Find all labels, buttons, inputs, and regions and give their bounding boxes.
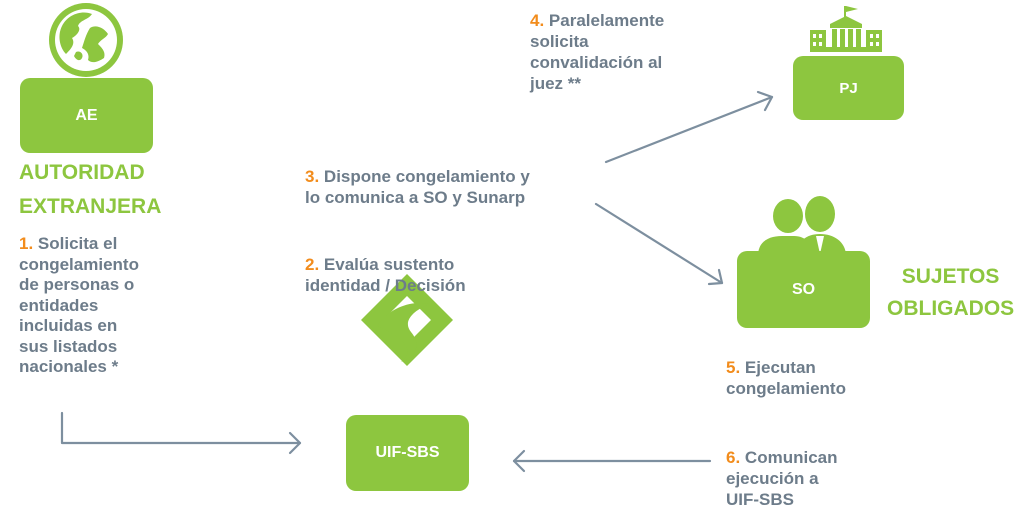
- courthouse-icon: [810, 6, 882, 52]
- arrow-to-pj: [604, 95, 774, 164]
- step-1: 1. Solicita el congelamiento de personas…: [19, 234, 139, 376]
- node-so: SO: [737, 251, 870, 328]
- step-6: 6. Comunican ejecución a UIF-SBS: [726, 448, 838, 509]
- step-5: 5. Ejecutan congelamiento: [726, 358, 846, 398]
- node-pj: PJ: [793, 56, 904, 120]
- node-uif: UIF-SBS: [346, 415, 469, 491]
- step-3: 3. Dispone congelamiento y lo comunica a…: [305, 167, 530, 207]
- globe-icon: [49, 3, 123, 77]
- node-ae: AE: [20, 78, 153, 153]
- so-title: SUJETOS OBLIGADOS: [887, 265, 1015, 320]
- step-2: 2. Evalúa sustento identidad / Decisión: [305, 255, 466, 295]
- arrow-ae-to-uif: [60, 411, 302, 445]
- ae-title: AUTORIDAD EXTRANJERA: [19, 161, 162, 218]
- people-icon: [758, 196, 846, 256]
- step-4: 4. Paralelamente solicita convalidación …: [530, 11, 665, 93]
- sbs-logo-icon: [361, 274, 453, 366]
- arrow-to-so: [594, 202, 724, 285]
